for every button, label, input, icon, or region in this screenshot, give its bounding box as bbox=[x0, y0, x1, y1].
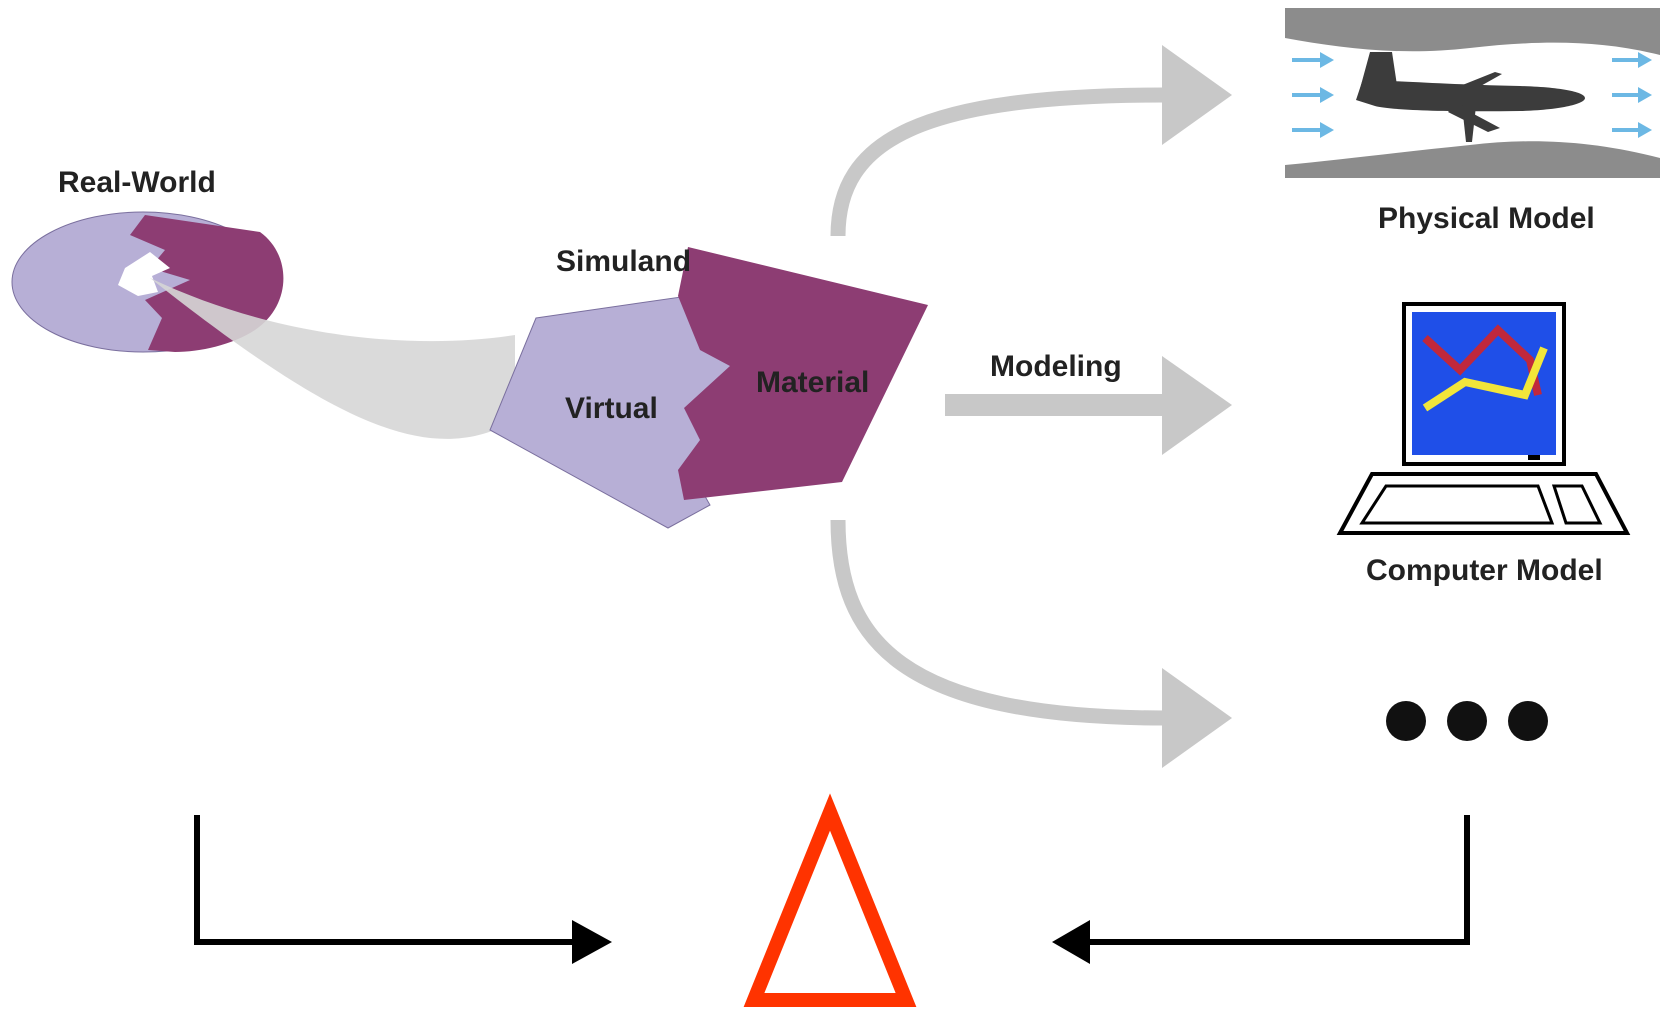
modeling-arrows bbox=[830, 45, 1232, 768]
delta-triangle-icon bbox=[743, 793, 917, 1007]
laptop-touchpad bbox=[1551, 484, 1603, 525]
airplane bbox=[1356, 52, 1585, 142]
wind-arrows bbox=[1292, 52, 1652, 138]
laptop-led bbox=[1528, 455, 1540, 460]
upper-curved-arrow bbox=[830, 87, 1166, 237]
real-world-label: Real-World bbox=[58, 166, 216, 199]
lower-arrowhead bbox=[1162, 668, 1232, 768]
middle-arrowhead bbox=[1162, 356, 1232, 455]
simuland-label: Simuland bbox=[556, 245, 691, 278]
ellipsis-icon bbox=[1386, 701, 1548, 741]
simuland-shape bbox=[489, 247, 928, 529]
airplane-wind-tunnel-icon bbox=[1285, 8, 1660, 178]
left-connector-arrow bbox=[194, 815, 612, 964]
middle-arrow-shaft bbox=[945, 394, 1167, 416]
tunnel-bottom-wall bbox=[1285, 141, 1660, 178]
upper-arrowhead bbox=[1162, 45, 1232, 145]
physical-model-label: Physical Model bbox=[1378, 202, 1595, 235]
projection-cone bbox=[150, 278, 515, 439]
real-world-cutout bbox=[118, 252, 170, 296]
computer-model-label: Computer Model bbox=[1366, 554, 1603, 587]
modeling-label: Modeling bbox=[990, 350, 1122, 383]
right-connector-arrow bbox=[1052, 815, 1470, 964]
tunnel-top-wall bbox=[1285, 8, 1660, 55]
simuland-material-part bbox=[678, 247, 928, 500]
virtual-label: Virtual bbox=[565, 392, 658, 425]
material-label: Material bbox=[756, 366, 869, 399]
lower-curved-arrow bbox=[830, 519, 1166, 726]
laptop-keyboard bbox=[1359, 484, 1555, 525]
chart-line-yellow bbox=[1422, 346, 1548, 412]
laptop-chart-icon bbox=[1336, 302, 1631, 535]
